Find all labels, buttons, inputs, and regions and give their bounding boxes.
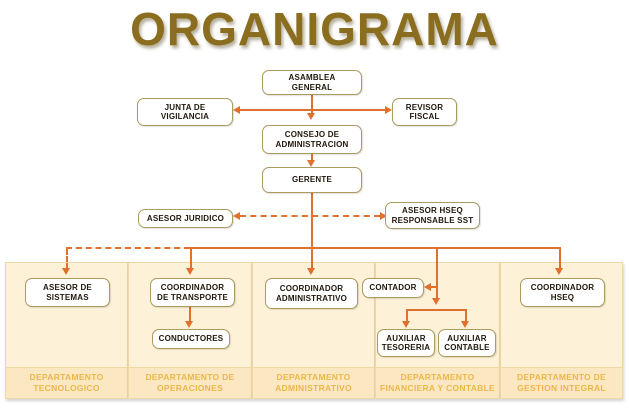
department-label-administrativo: DEPARTAMENTO ADMINISTRATIVO — [253, 367, 374, 398]
connector-down-auxiliar-tesoreria — [406, 309, 408, 322]
node-contador: CONTADOR — [362, 278, 424, 298]
node-label: CONTADOR — [369, 283, 417, 293]
node-asesor-de-sistemas: ASESOR DE SISTEMAS — [25, 278, 110, 307]
arrowhead-down-conductores — [185, 321, 193, 328]
arrowhead-left-asesor-juridico — [233, 212, 240, 220]
arrowhead-down-coordinador-hseq — [555, 268, 563, 275]
node-gerente: GERENTE — [262, 167, 362, 193]
connector-down-asesor-sistemas — [66, 249, 68, 269]
department-label-line: FINANCIERA Y CONTABLE — [379, 383, 496, 393]
node-label: REVISOR — [405, 102, 444, 112]
connector-down-auxiliar-contable — [465, 309, 467, 322]
connector-down-coordinador-transporte — [190, 249, 192, 269]
department-label-operaciones: DEPARTAMENTO DE OPERACIONES — [129, 367, 251, 398]
node-label: FISCAL — [409, 112, 440, 121]
node-label: ADMINISTRATIVO — [275, 293, 348, 303]
node-label: DE TRANSPORTE — [156, 292, 229, 302]
arrowhead-down-gerente — [307, 160, 315, 167]
arrowhead-down-auxiliar-tesoreria — [402, 321, 410, 328]
department-label-line: DEPARTAMENTO — [276, 372, 351, 382]
node-label: ASESOR JURIDICO — [146, 213, 225, 223]
node-label: RESPONSABLE SST — [391, 215, 474, 225]
arrowhead-down-coordinador-transporte — [186, 268, 194, 275]
connector-stub-contador — [428, 286, 437, 288]
node-label: ADMINISTRACION — [275, 139, 349, 149]
node-label: GENERAL — [291, 82, 333, 92]
department-label-line: TECNOLOGICO — [33, 383, 100, 393]
connector-distribution-solid — [190, 247, 561, 249]
connector-asesores-dashed — [240, 215, 380, 217]
department-label-line: DEPARTAMENTO — [29, 372, 104, 382]
arrowhead-down-coordinador-administrativo — [307, 268, 315, 275]
arrowhead-left-junta — [233, 106, 240, 114]
node-auxiliar-tesoreria: AUXILIAR TESORERIA — [377, 329, 435, 357]
node-label: TESORERIA — [381, 343, 431, 352]
department-label-line: DEPARTAMENTO DE — [145, 372, 235, 382]
node-label: CONSEJO DE — [284, 130, 340, 139]
node-revisor-fiscal: REVISOR FISCAL — [392, 98, 457, 126]
arrowhead-down-asesor-sistemas — [62, 268, 70, 275]
connector-down-financiera-branch — [436, 249, 438, 299]
connector-consejo-gerente — [311, 154, 313, 162]
connector-asamblea-consejo — [311, 94, 313, 114]
arrowhead-down-financiera-branch — [432, 298, 440, 305]
node-label: ASESOR HSEQ — [402, 206, 463, 215]
node-label: SISTEMAS — [46, 292, 89, 302]
page-title: ORGANIGRAMA — [130, 3, 499, 55]
node-coordinador-hseq: COORDINADOR HSEQ — [520, 278, 605, 307]
department-label-line: DEPARTAMENTO DE — [516, 372, 607, 382]
node-asesor-juridico: ASESOR JURIDICO — [138, 209, 233, 228]
arrowhead-down-consejo — [307, 113, 315, 120]
connector-auxiliares-bracket — [406, 309, 467, 311]
node-label: COORDINADOR — [160, 283, 225, 292]
connector-distribution-dashed — [66, 247, 190, 249]
node-coordinador-de-transporte: COORDINADOR DE TRANSPORTE — [150, 278, 235, 307]
node-label: COORDINADOR — [279, 284, 344, 293]
node-label: CONDUCTORES — [158, 334, 224, 344]
department-label-gestion-integral: DEPARTAMENTO DE GESTION INTEGRAL — [501, 367, 622, 398]
department-label-financiera: DEPARTAMENTO FINANCIERA Y CONTABLE — [376, 367, 499, 398]
connector-transporte-conductores — [189, 307, 191, 322]
node-label: HSEQ — [550, 292, 575, 302]
connector-gerente-down — [311, 193, 313, 268]
node-auxiliar-contable: AUXILIAR CONTABLE — [438, 329, 496, 357]
node-label: VIGILANCIA — [160, 112, 210, 121]
department-label-line: GESTION INTEGRAL — [517, 383, 606, 393]
connector-junta-revisor — [240, 109, 388, 111]
node-label: CONTABLE — [444, 343, 490, 352]
node-label: JUNTA DE — [164, 102, 206, 112]
arrowhead-left-contador — [424, 283, 431, 291]
node-label: ASESOR DE — [43, 283, 92, 292]
node-label: COORDINADOR — [530, 283, 595, 292]
node-asamblea-general: ASAMBLEA GENERAL — [262, 70, 362, 95]
department-label-tecnologico: DEPARTAMENTO TECNOLOGICO — [6, 367, 127, 398]
node-label: AUXILIAR — [386, 333, 426, 343]
connector-down-coordinador-hseq — [559, 247, 561, 269]
node-label: GERENTE — [291, 175, 333, 185]
department-label-line: ADMINISTRATIVO — [275, 383, 352, 393]
node-conductores: CONDUCTORES — [152, 329, 230, 349]
department-label-line: OPERACIONES — [156, 383, 224, 393]
node-asesor-hseq-responsable-sst: ASESOR HSEQ RESPONSABLE SST — [385, 202, 480, 229]
node-coordinador-administrativo: COORDINADOR ADMINISTRATIVO — [265, 278, 358, 309]
arrowhead-down-auxiliar-contable — [461, 321, 469, 328]
department-label-line: DEPARTAMENTO — [400, 372, 475, 382]
node-consejo-de-administracion: CONSEJO DE ADMINISTRACION — [262, 125, 362, 154]
arrowhead-right-asesor-hseq — [380, 212, 387, 220]
node-label: ASAMBLEA — [288, 73, 336, 82]
node-junta-de-vigilancia: JUNTA DE VIGILANCIA — [137, 98, 233, 126]
node-label: AUXILIAR — [447, 333, 487, 343]
arrowhead-right-revisor — [385, 106, 392, 114]
